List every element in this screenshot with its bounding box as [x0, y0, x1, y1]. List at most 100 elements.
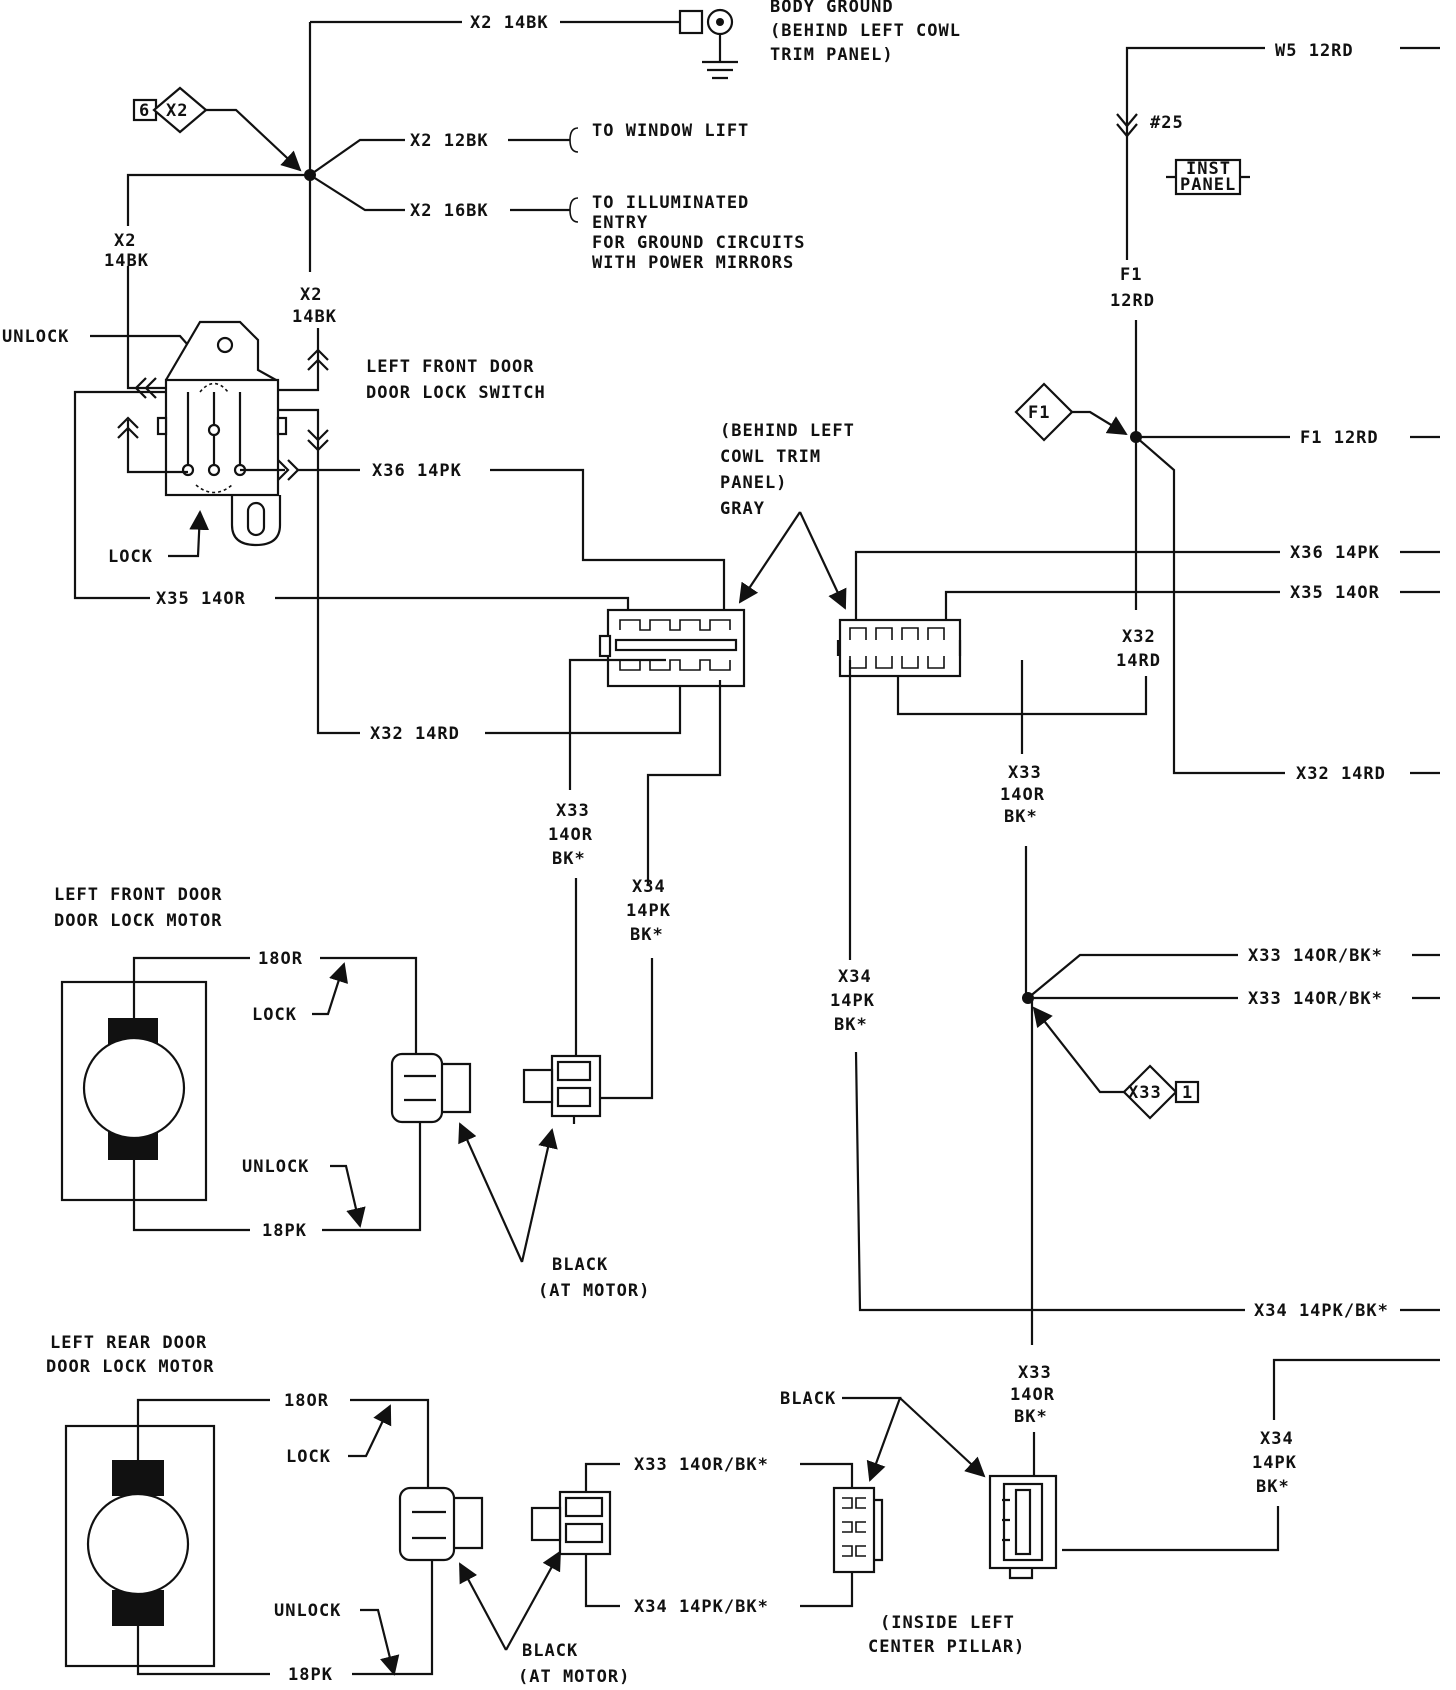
right-x34a-1: X34 — [838, 967, 872, 987]
cowl-label-2: COWL TRIM — [720, 447, 821, 467]
switch-title-2: DOOR LOCK SWITCH — [366, 383, 546, 403]
front-motor-or-wire: 18OR — [258, 949, 303, 969]
splice-x33-ref: 1 — [1182, 1083, 1193, 1103]
rear-motor-lock: LOCK — [286, 1447, 331, 1467]
cowl-label-4: GRAY — [720, 499, 765, 519]
pillar-connector-large — [988, 1474, 1058, 1580]
inst-panel-label-1: INST — [1186, 159, 1231, 179]
right-x34a-3: BK* — [834, 1015, 868, 1035]
mid-x2-wire-2: 14BK — [292, 307, 337, 327]
right-x33-out1-label: X33 14OR/BK* — [1248, 946, 1383, 966]
cowl-connector-label: (BEHIND LEFT COWL TRIM PANEL) GRAY — [720, 421, 855, 610]
splice-x33-id: X33 — [1128, 1083, 1162, 1103]
front-motor-plug — [522, 1054, 602, 1124]
window-lift-dest: TO WINDOW LIFT — [592, 121, 749, 141]
right-x34b-1: X34 — [1260, 1429, 1294, 1449]
front-motor-icon — [82, 1018, 186, 1160]
body-ground-label-3: TRIM PANEL) — [770, 45, 894, 65]
mid-x34-1: X34 — [632, 877, 666, 897]
inst-panel-label-2: PANEL — [1180, 175, 1236, 195]
splice-x2: 6 X2 X2 12BK TO WINDOW LIFT X2 16BK TO I… — [104, 86, 805, 327]
front-door-motor: LEFT FRONT DOOR DOOR LOCK MOTOR 18OR LOC… — [54, 885, 650, 1301]
right-x33b-3: BK* — [1014, 1407, 1048, 1427]
switch-x36-label: X36 14PK — [372, 461, 462, 481]
illum-wire-label: X2 16BK — [410, 201, 489, 221]
splice-x2-ref: 6 — [139, 101, 150, 121]
rear-motor-icon — [86, 1460, 190, 1626]
right-x33-out2-label: X33 14OR/BK* — [1248, 989, 1383, 1009]
front-motor-connector — [390, 1052, 472, 1124]
rear-x34-label: X34 14PK/BK* — [634, 1597, 769, 1617]
rear-motor-plug — [530, 1490, 612, 1556]
body-ground-label-2: (BEHIND LEFT COWL — [770, 21, 961, 41]
cowl-label-3: PANEL) — [720, 473, 787, 493]
right-wires: X36 14PK X35 14OR X32 14RD X32 14RD X33 … — [830, 436, 1440, 1552]
front-motor-unlock: UNLOCK — [242, 1157, 309, 1177]
rear-x33-label: X33 14OR/BK* — [634, 1455, 769, 1475]
cowl-connector-right — [836, 618, 962, 678]
pillar-label-2: CENTER PILLAR) — [868, 1637, 1025, 1657]
right-x34b-2: 14PK — [1252, 1453, 1297, 1473]
splice-x2-id: X2 — [166, 101, 188, 121]
illum-dest-4: WITH POWER MIRRORS — [592, 253, 794, 273]
right-x32a-1: X32 — [1122, 627, 1156, 647]
mid-x2-wire-1: X2 — [300, 285, 322, 305]
right-x33b-2: 14OR — [1010, 1385, 1055, 1405]
pillar-connector-small — [832, 1486, 884, 1574]
left-x2-wire-1: X2 — [114, 231, 136, 251]
switch-title-1: LEFT FRONT DOOR — [366, 357, 535, 377]
right-x36-label: X36 14PK — [1290, 543, 1380, 563]
cowl-connector-left — [598, 608, 746, 688]
mid-x34-3: BK* — [630, 925, 664, 945]
switch-x32-label: X32 14RD — [370, 724, 460, 744]
power-feed-section: W5 12RD #25 INST PANEL F1 12RD F1 F1 12R… — [1014, 41, 1440, 448]
switch-unlock-label: UNLOCK — [2, 327, 69, 347]
body-ground-wire-label: X2 14BK — [470, 13, 549, 33]
f1-wire-label-2: 12RD — [1110, 291, 1155, 311]
mid-wires: X33 14OR BK* X34 14PK BK* — [548, 658, 722, 1100]
front-motor-at-motor: (AT MOTOR) — [538, 1281, 650, 1301]
right-x34-out-label: X34 14PK/BK* — [1254, 1301, 1389, 1321]
rear-motor-title-2: DOOR LOCK MOTOR — [46, 1357, 215, 1377]
front-motor-title-1: LEFT FRONT DOOR — [54, 885, 223, 905]
f1-out-label: F1 12RD — [1300, 428, 1379, 448]
front-motor-black: BLACK — [552, 1255, 608, 1275]
rear-motor-or-wire: 18OR — [284, 1391, 329, 1411]
right-x35-label: X35 14OR — [1290, 583, 1380, 603]
rear-motor-unlock: UNLOCK — [274, 1601, 341, 1621]
f1-wire-label-1: F1 — [1120, 265, 1142, 285]
illum-dest-2: ENTRY — [592, 213, 648, 233]
door-lock-switch: UNLOCK LOCK LEFT FRONT DOOR DOOR LOCK SW… — [2, 266, 726, 744]
illum-dest-3: FOR GROUND CIRCUITS — [592, 233, 805, 253]
fuse-25-label: #25 — [1150, 113, 1184, 133]
window-lift-wire-label: X2 12BK — [410, 131, 489, 151]
front-motor-lock: LOCK — [252, 1005, 297, 1025]
right-x32a-2: 14RD — [1116, 651, 1161, 671]
mid-x33-3: BK* — [552, 849, 586, 869]
left-x2-wire-2: 14BK — [104, 251, 149, 271]
rear-motor-title-1: LEFT REAR DOOR — [50, 1333, 207, 1353]
inst-panel-box: INST PANEL — [1166, 158, 1250, 196]
right-x34b-3: BK* — [1256, 1477, 1290, 1497]
switch-x35-label: X35 14OR — [156, 589, 246, 609]
front-motor-pk-wire: 18PK — [262, 1221, 307, 1241]
right-x33a-2: 14OR — [1000, 785, 1045, 805]
switch-lock-label: LOCK — [108, 547, 153, 567]
splice-f1-id: F1 — [1028, 403, 1050, 423]
front-motor-title-2: DOOR LOCK MOTOR — [54, 911, 223, 931]
rear-door-motor: LEFT REAR DOOR DOOR LOCK MOTOR 18OR LOCK… — [46, 1333, 1058, 1687]
pillar-label-1: (INSIDE LEFT — [880, 1613, 1015, 1633]
mid-x33-2: 14OR — [548, 825, 593, 845]
mid-x33-1: X33 — [556, 801, 590, 821]
body-ground-section: X2 14BK BODY GROUND (BEHIND LEFT COWL TR… — [308, 0, 961, 272]
right-x33a-3: BK* — [1004, 807, 1038, 827]
right-x33a-1: X33 — [1008, 763, 1042, 783]
right-x33b-1: X33 — [1018, 1363, 1052, 1383]
mid-x34-2: 14PK — [626, 901, 671, 921]
ground-symbol-icon — [678, 8, 738, 80]
rear-motor-connector — [398, 1486, 484, 1562]
w5-wire-label: W5 12RD — [1275, 41, 1354, 61]
right-x32-label: X32 14RD — [1296, 764, 1386, 784]
cowl-label-1: (BEHIND LEFT — [720, 421, 855, 441]
